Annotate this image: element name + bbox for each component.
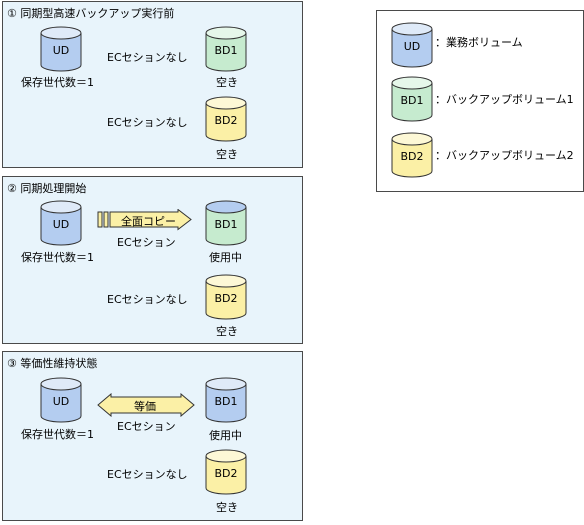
bd1-caption: 空き — [216, 76, 238, 89]
volume-cylinder-icon — [40, 200, 82, 246]
bd2-volume: BD2 — [205, 274, 247, 320]
volume-cylinder-icon — [391, 132, 433, 178]
panel-title: ① 同期型高速バックアップ実行前 — [7, 7, 175, 20]
legend: UD ：業務ボリューム BD1 ：バックアップボリューム1 BD2 ：バックアッ… — [376, 10, 584, 192]
ud-volume: UD — [40, 200, 82, 246]
legend-ud-label: UD — [403, 40, 421, 53]
arrow-label: 全面コピー — [121, 215, 176, 228]
legend-bd2-text: ：バックアップボリューム2 — [435, 149, 574, 162]
bd1-session-status: ECセション — [117, 236, 176, 249]
volume-cylinder-icon — [391, 22, 433, 68]
volume-cylinder-icon — [205, 200, 247, 246]
bd2-caption: 空き — [216, 148, 238, 161]
bd2-session-status: ECセションなし — [107, 116, 188, 129]
bd2-volume: BD2 — [205, 449, 247, 495]
legend-bd2-label: BD2 — [400, 150, 424, 163]
bd2-label: BD2 — [214, 292, 238, 305]
legend-ud-volume: UD — [391, 22, 433, 68]
right-arrow-icon — [97, 209, 192, 231]
bd1-label: BD1 — [214, 218, 238, 231]
bd1-volume: BD1 — [205, 377, 247, 423]
legend-bd1-label: BD1 — [400, 94, 424, 107]
volume-cylinder-icon — [40, 26, 82, 72]
volume-cylinder-icon — [205, 26, 247, 72]
generation-count: 保存世代数＝1 — [21, 428, 94, 441]
ud-label: UD — [52, 44, 70, 57]
legend-bd1-text: ：バックアップボリューム1 — [435, 93, 574, 106]
ud-label: UD — [52, 218, 70, 231]
ud-volume: UD — [40, 26, 82, 72]
volume-cylinder-icon — [205, 274, 247, 320]
ud-volume: UD — [40, 377, 82, 423]
bd2-session-status: ECセションなし — [107, 293, 188, 306]
volume-cylinder-icon — [205, 377, 247, 423]
bd1-label: BD1 — [214, 44, 238, 57]
panel-equivalence: ③ 等価性維持状態 UD 保存世代数＝1 等価 ECセション BD1 使用中 E… — [2, 351, 303, 521]
panel-sync-start: ② 同期処理開始 UD 保存世代数＝1 全面コピー ECセション BD1 使用中… — [2, 176, 303, 344]
double-arrow-icon — [97, 393, 195, 417]
panel-before-sync: ① 同期型高速バックアップ実行前 UD 保存世代数＝1 ECセションなし BD1… — [2, 1, 303, 168]
volume-cylinder-icon — [205, 96, 247, 142]
panel-title: ② 同期処理開始 — [7, 182, 87, 195]
bd1-caption: 使用中 — [209, 251, 242, 264]
bd2-label: BD2 — [214, 467, 238, 480]
legend-bd1-volume: BD1 — [391, 76, 433, 122]
legend-bd2-volume: BD2 — [391, 132, 433, 178]
bd1-volume: BD1 — [205, 26, 247, 72]
generation-count: 保存世代数＝1 — [21, 76, 94, 89]
panel-title: ③ 等価性維持状態 — [7, 357, 98, 370]
volume-cylinder-icon — [40, 377, 82, 423]
bd2-volume: BD2 — [205, 96, 247, 142]
bd1-caption: 使用中 — [209, 429, 242, 442]
volume-cylinder-icon — [205, 449, 247, 495]
generation-count: 保存世代数＝1 — [21, 251, 94, 264]
legend-ud-text: ：業務ボリューム — [435, 36, 523, 49]
bd1-session-status: ECセションなし — [107, 51, 188, 64]
bd2-caption: 空き — [216, 501, 238, 514]
bd2-caption: 空き — [216, 325, 238, 338]
arrow-label: 等価 — [134, 400, 156, 413]
volume-cylinder-icon — [391, 76, 433, 122]
bd2-label: BD2 — [214, 114, 238, 127]
bd1-label: BD1 — [214, 395, 238, 408]
bd1-session-status: ECセション — [117, 420, 176, 433]
bd1-volume: BD1 — [205, 200, 247, 246]
ud-label: UD — [52, 395, 70, 408]
bd2-session-status: ECセションなし — [107, 468, 188, 481]
